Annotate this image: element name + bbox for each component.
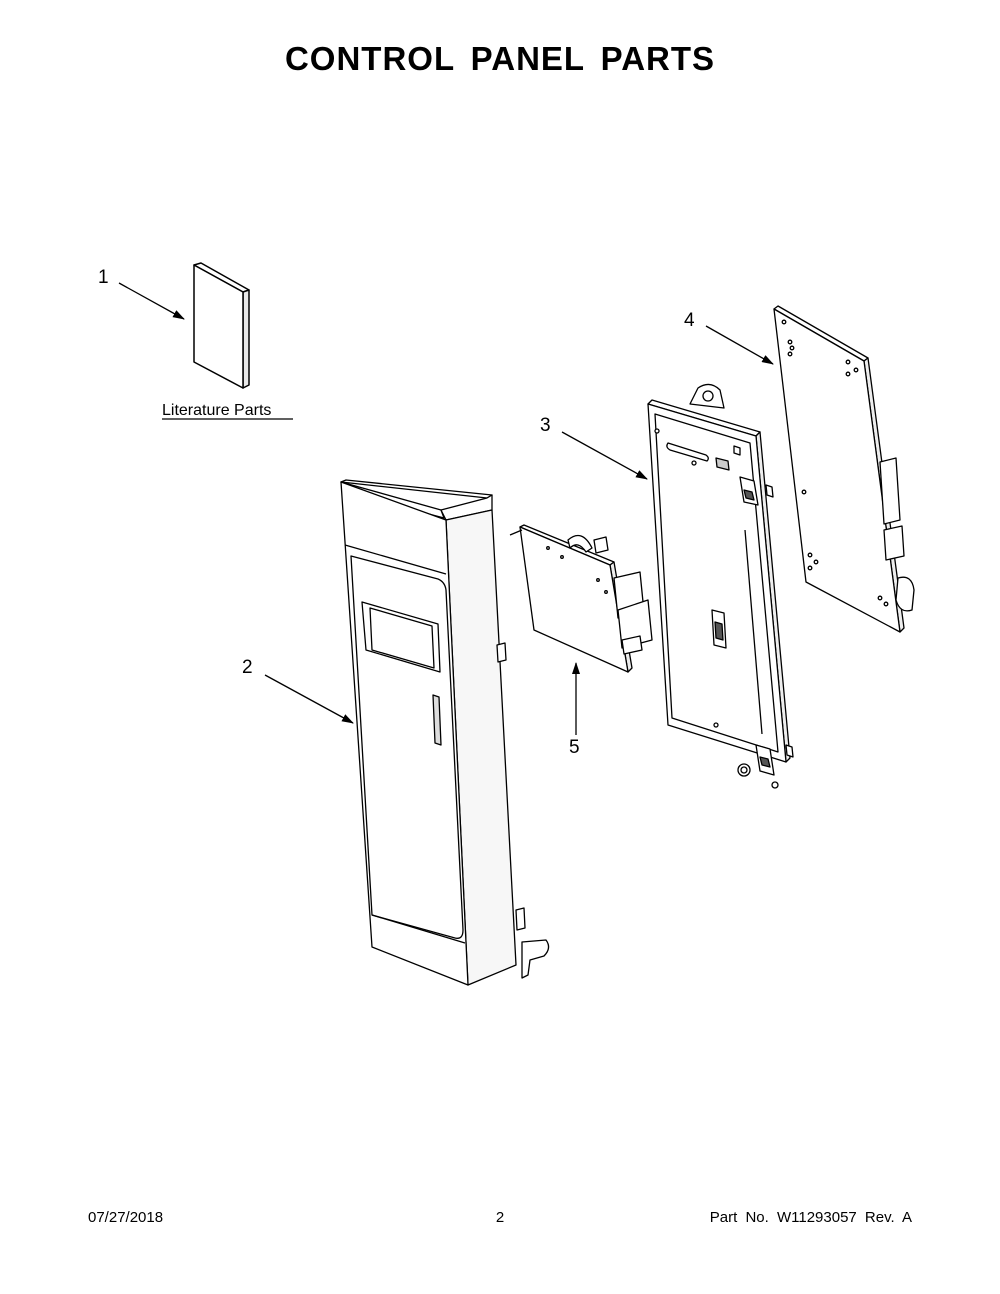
callout-3: 3 [540,415,551,436]
literature-parts-label: Literature Parts [162,402,271,419]
small-control-board[interactable] [509,524,653,673]
control-panel-frame[interactable] [647,383,794,789]
callout-arrow-4 [705,325,774,365]
control-panel-housing[interactable] [340,479,550,986]
literature-booklet[interactable] [193,262,250,389]
footer-part-number: Part No. W11293057 Rev. A [709,1209,912,1226]
footer-date: 07/27/2018 [88,1209,164,1226]
callout-2: 2 [242,657,253,678]
footer-page-number: 2 [495,1209,505,1226]
callout-arrow-2 [264,674,354,724]
callout-4: 4 [684,310,695,331]
page-title: CONTROL PANEL PARTS [284,40,716,77]
callout-1: 1 [98,267,109,288]
main-control-board[interactable] [773,305,915,633]
callout-arrow-1 [118,282,185,320]
callout-arrow-3 [561,431,648,480]
callout-5: 5 [569,737,580,758]
